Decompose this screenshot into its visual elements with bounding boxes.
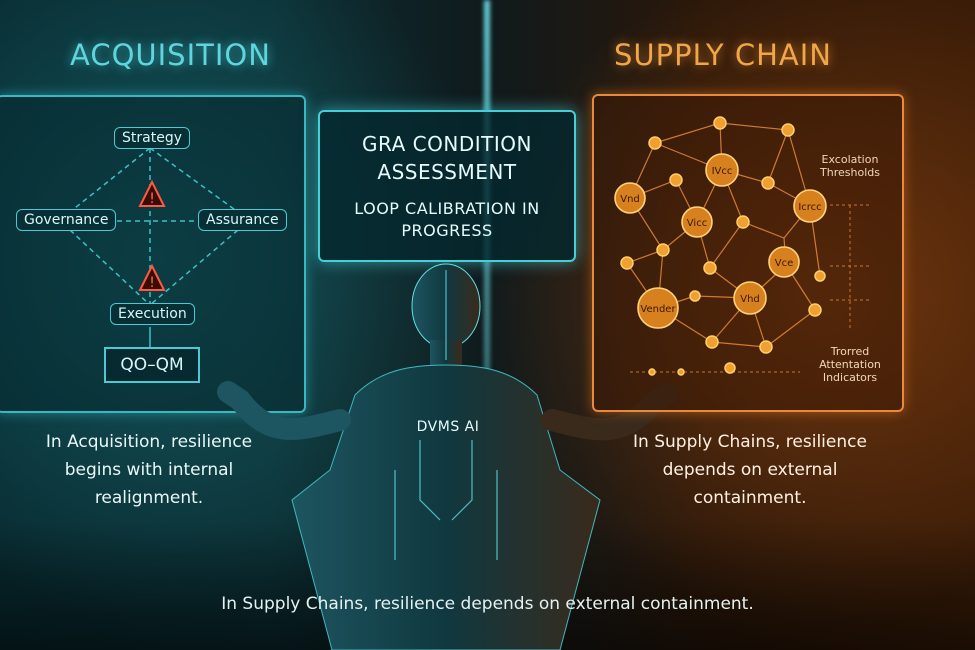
svg-text:!: ! [149, 275, 155, 291]
warning-icon: ! [138, 263, 166, 291]
network-node-label: Vicc [687, 218, 707, 229]
network-node-label: Vce [775, 258, 794, 269]
acquisition-title: ACQUISITION [70, 38, 271, 72]
dvms-ai-label: DVMS AI [416, 419, 480, 435]
bottom-caption: In Supply Chains, resilience depends on … [221, 594, 754, 614]
svg-text:!: ! [149, 191, 155, 207]
network-node-label: Vnd [620, 194, 640, 205]
attention-indicators-label: Trorred Attentation Indicators [819, 345, 881, 384]
execution-node: Execution [110, 303, 195, 325]
gra-assessment-box: GRA CONDITION ASSESSMENT LOOP CALIBRATIO… [318, 110, 576, 262]
loop-calibration-status: LOOP CALIBRATION IN PROGRESS [354, 199, 540, 240]
supply-chain-panel [592, 94, 904, 412]
network-node-label: Vhd [740, 294, 760, 305]
governance-node: Governance [16, 209, 117, 231]
acquisition-caption: In Acquisition, resilience begins with i… [45, 432, 253, 508]
network-node-label: Vender [640, 304, 676, 315]
network-node-label: IVcc [712, 166, 733, 177]
gra-assessment-title: GRA CONDITION ASSESSMENT [362, 132, 532, 184]
assurance-node: Assurance [198, 209, 287, 231]
strategy-node: Strategy [114, 127, 190, 149]
warning-icon: ! [138, 179, 166, 207]
supply-chain-title: SUPPLY CHAIN [614, 38, 832, 72]
escalation-thresholds-label: Excolation Thresholds [820, 153, 880, 179]
network-node-label: Icrcc [798, 202, 821, 213]
center-light-beam [484, 0, 490, 650]
qo-qm-box: QO–QM [104, 347, 200, 383]
supply-chain-caption: In Supply Chains, resilience depends on … [633, 432, 867, 508]
